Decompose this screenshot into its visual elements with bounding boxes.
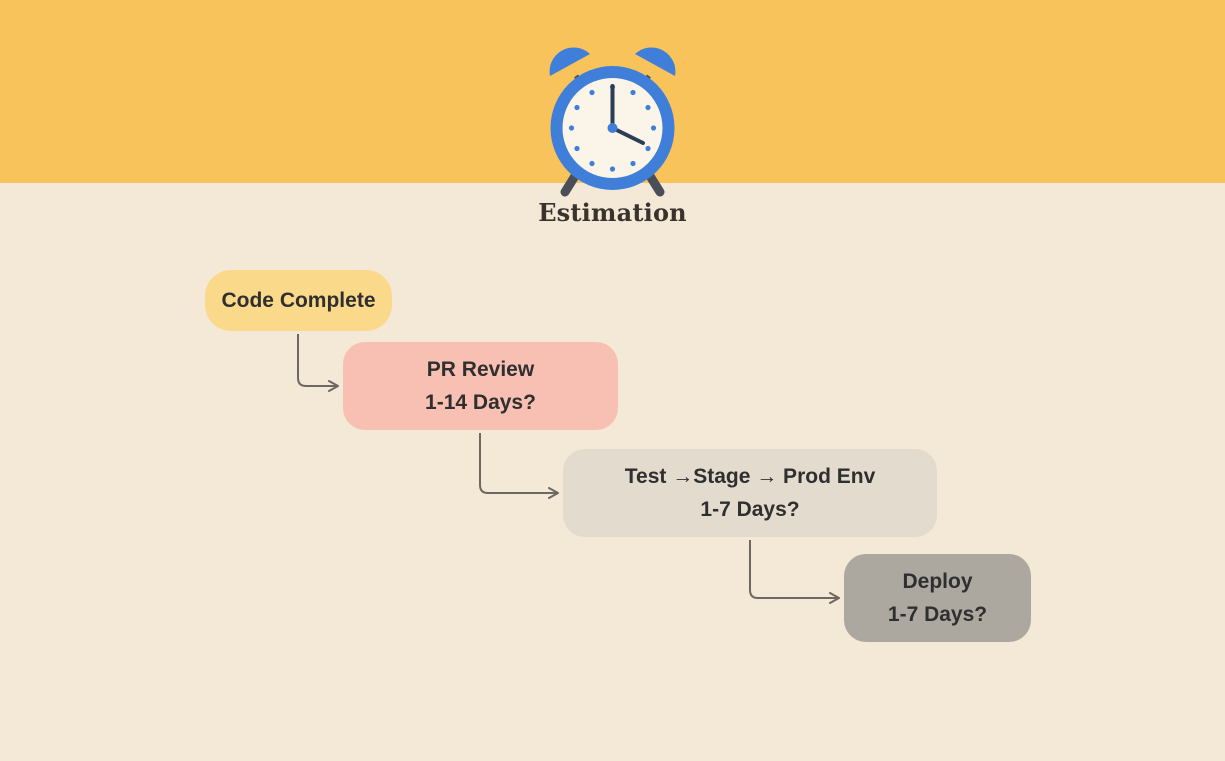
clock-hour-dot — [645, 145, 651, 152]
node-label: PR Review — [426, 358, 535, 381]
clock-bell-right — [635, 47, 676, 76]
clock-hour-dot — [650, 125, 657, 131]
clock-hour-dot — [589, 89, 595, 96]
clock-hour-dot — [609, 166, 616, 172]
clock-hour-dot — [574, 104, 580, 111]
clock-hour-dot — [568, 125, 575, 131]
node-duration: 1-14 Days? — [425, 391, 536, 414]
node-test-stage-prod: Test →Stage → Prod Env 1-7 Days? — [563, 449, 937, 537]
node-deploy: Deploy 1-7 Days? — [844, 554, 1031, 642]
connector-3-to-4 — [749, 540, 840, 604]
node-label: Deploy — [902, 570, 973, 593]
diagram-title: Estimation — [538, 198, 687, 227]
clock-hour-dot — [574, 145, 580, 152]
connector-1-to-2 — [297, 334, 339, 392]
clock-hour-dot — [630, 160, 636, 167]
clock-bell-left — [549, 47, 590, 76]
node-label: Code Complete — [221, 289, 376, 312]
clock-hour-dot — [645, 104, 651, 111]
clock-center-pin — [607, 123, 618, 133]
alarm-clock-icon — [549, 47, 676, 197]
node-pr-review: PR Review 1-14 Days? — [343, 342, 618, 430]
node-duration: 1-7 Days? — [887, 603, 988, 626]
clock-hour-hand — [610, 126, 645, 145]
connector-2-to-3 — [479, 433, 559, 499]
node-label: Test →Stage → Prod Env — [624, 465, 876, 488]
clock-hour-dot — [630, 89, 636, 96]
node-duration: 1-7 Days? — [700, 498, 800, 521]
node-code-complete: Code Complete — [205, 270, 392, 331]
clock-hour-dot — [589, 160, 595, 167]
